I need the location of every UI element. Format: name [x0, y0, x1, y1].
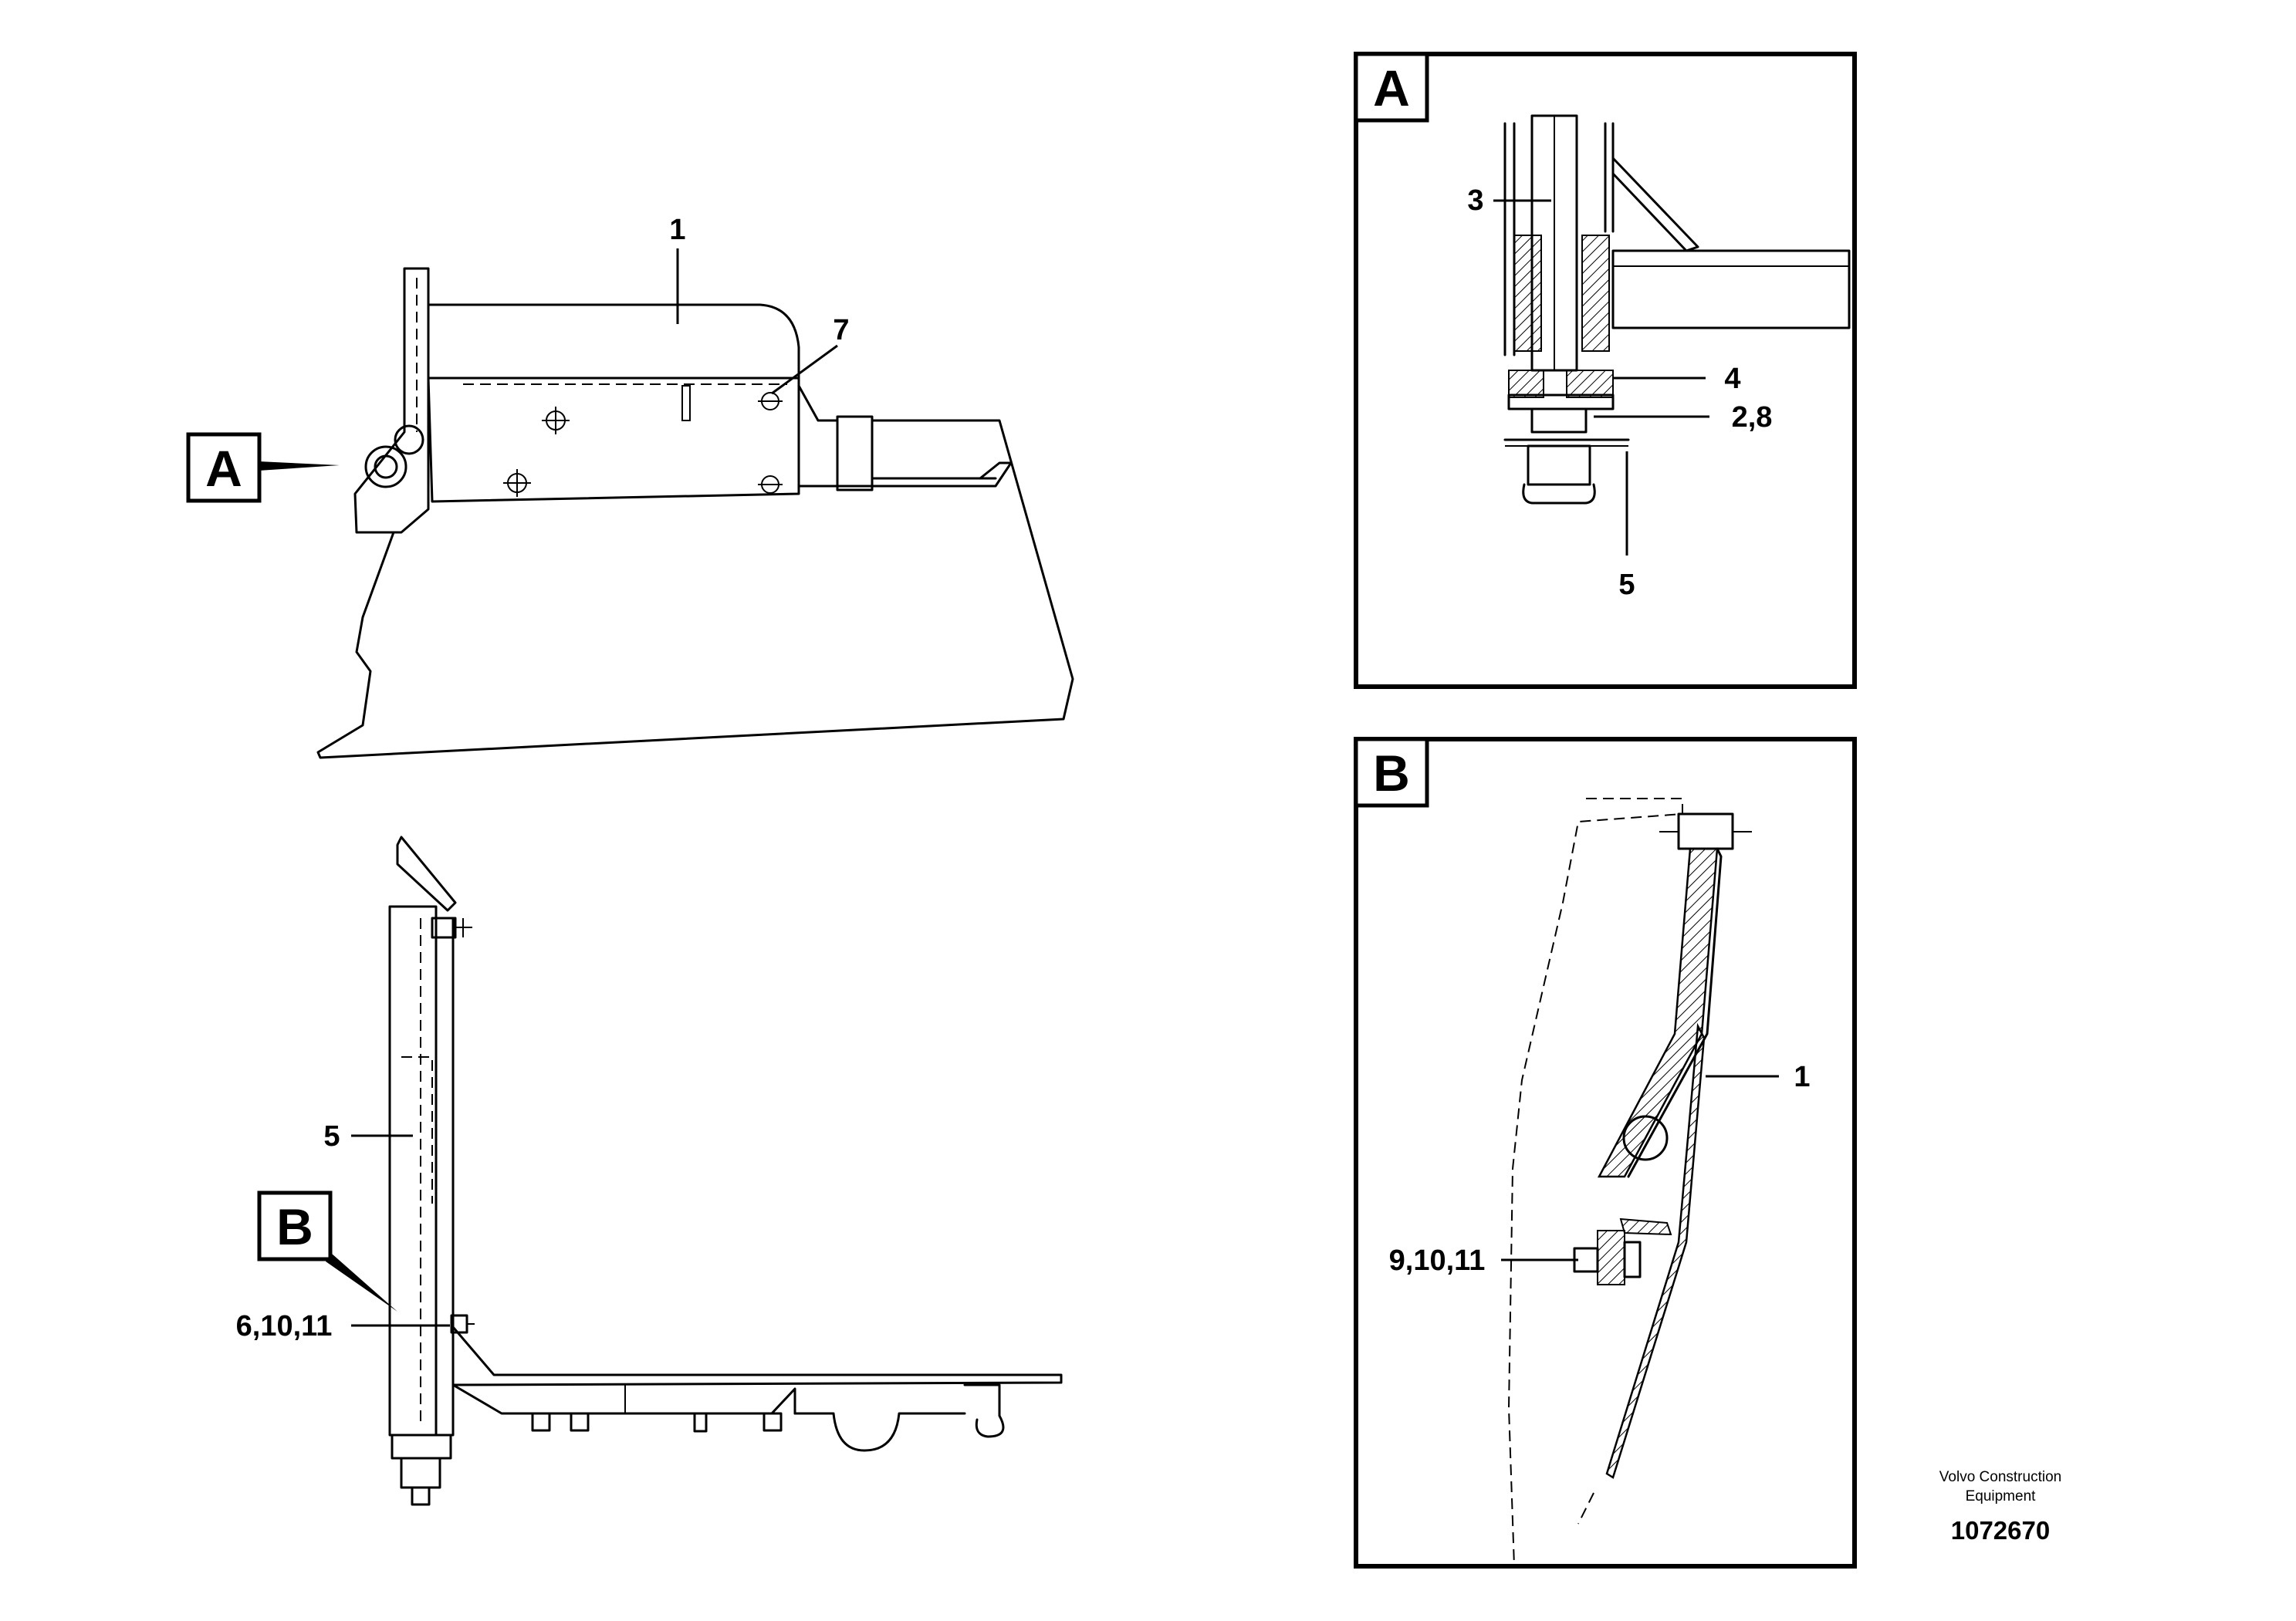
bolt-hole-1	[542, 407, 570, 434]
bucket-front-view: B 5 6,10,11	[236, 836, 1063, 1506]
callout-a-5: 5	[1618, 569, 1635, 601]
callout-b-9-10-11: 9,10,11	[1389, 1244, 1486, 1277]
bolt-hole-4	[758, 475, 783, 494]
view-b-pointer: B	[257, 1190, 397, 1312]
callout-a-3: 3	[1467, 184, 1483, 217]
view-a-pointer: A	[186, 432, 340, 503]
document-number: 1072670	[1951, 1516, 2050, 1545]
callout-main-1: 1	[669, 214, 685, 246]
view-b-pointer-label: B	[276, 1198, 313, 1255]
callout-main-6-10-11: 6,10,11	[236, 1310, 333, 1342]
callout-main-5: 5	[323, 1120, 340, 1153]
footer-brand: Volvo Construction Equipment 1072670	[1939, 1469, 2061, 1545]
brand-line-1: Volvo Construction	[1939, 1469, 2061, 1485]
detail-a: A 3 4 2,8 5	[1354, 52, 1857, 689]
detail-b-label: B	[1373, 745, 1410, 802]
callout-b-1: 1	[1794, 1061, 1810, 1093]
callout-main-7: 7	[833, 314, 849, 346]
bolt-hole-2	[503, 469, 531, 497]
callout-a-2-8: 2,8	[1732, 401, 1773, 434]
detail-a-label: A	[1373, 59, 1410, 117]
detail-b: B 1 9,10,11	[1354, 737, 1857, 1569]
view-a-pointer-label: A	[205, 440, 242, 497]
callout-a-4: 4	[1724, 363, 1740, 395]
bolt-hole-3	[758, 392, 783, 410]
bucket-side-view: A 1 7	[186, 214, 1074, 759]
brand-line-2: Equipment	[1966, 1488, 2037, 1504]
